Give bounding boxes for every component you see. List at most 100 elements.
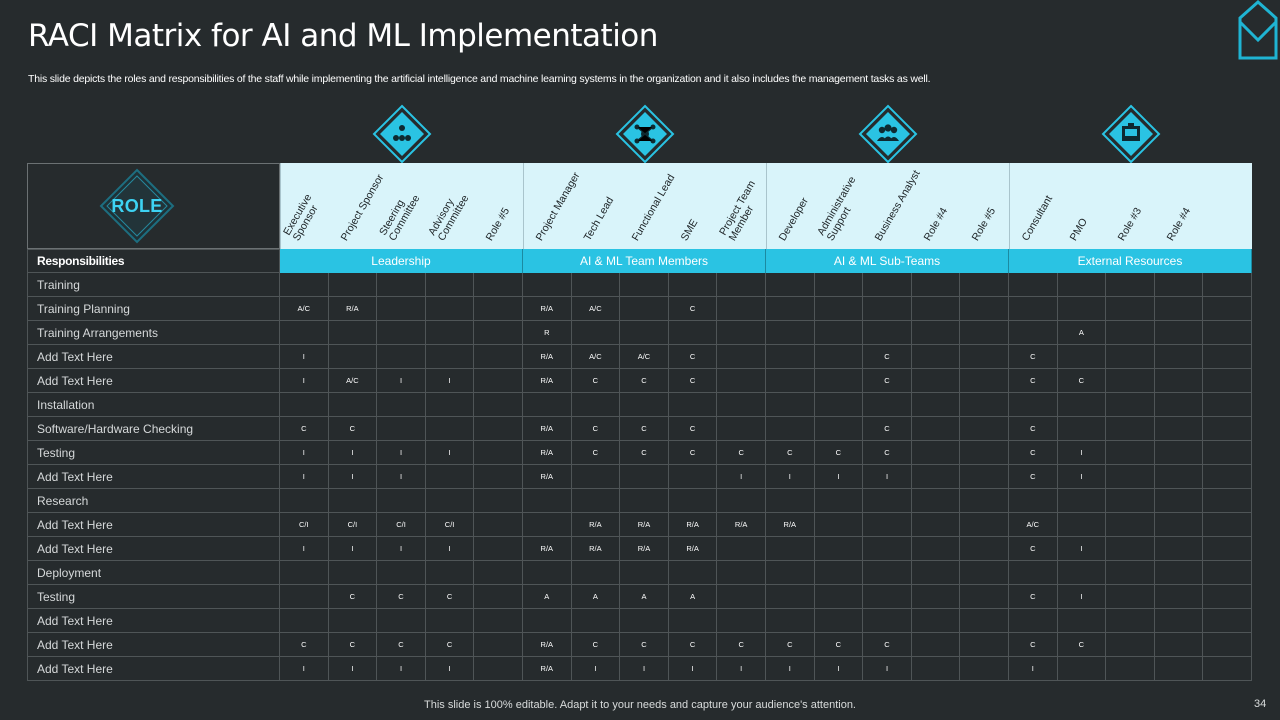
raci-cell: R/A xyxy=(523,369,572,393)
slide-title: RACI Matrix for AI and ML Implementation xyxy=(28,18,658,54)
raci-cell xyxy=(474,465,523,489)
raci-cell xyxy=(1009,489,1058,513)
raci-cell xyxy=(474,273,523,297)
raci-cell xyxy=(766,321,815,345)
raci-cell xyxy=(425,345,475,369)
role-label: Role #5 xyxy=(483,205,513,243)
raci-cell: R/A xyxy=(523,297,572,321)
raci-cell xyxy=(1154,393,1204,417)
raci-cell: R/A xyxy=(328,297,378,321)
footer-note: This slide is 100% editable. Adapt it to… xyxy=(424,699,856,711)
raci-cell xyxy=(1154,513,1204,537)
raci-cell: I xyxy=(377,465,426,489)
raci-cell: I xyxy=(280,537,329,561)
role-label: Role #4 xyxy=(1164,205,1193,243)
raci-cell: I xyxy=(280,441,329,465)
raci-cell xyxy=(328,273,378,297)
raci-cell xyxy=(1106,489,1155,513)
raci-cell xyxy=(766,489,815,513)
raci-cell xyxy=(766,585,815,609)
responsibility-label: Add Text Here xyxy=(27,369,280,393)
responsibility-label: Add Text Here xyxy=(27,537,280,561)
raci-cell xyxy=(1106,561,1155,585)
raci-cell xyxy=(328,345,378,369)
raci-cell xyxy=(620,609,669,633)
raci-cell: C xyxy=(1009,465,1058,489)
raci-cell: A/C xyxy=(328,369,378,393)
raci-cell xyxy=(1154,633,1204,657)
role-column-header: SME xyxy=(669,163,718,249)
raci-cell xyxy=(523,561,572,585)
raci-cell xyxy=(717,345,766,369)
raci-cell xyxy=(863,585,912,609)
raci-cell: A/C xyxy=(280,297,329,321)
raci-cell xyxy=(1057,273,1107,297)
raci-cell xyxy=(911,561,961,585)
raci-cell xyxy=(1057,657,1107,681)
raci-cell xyxy=(571,465,621,489)
raci-cell xyxy=(620,273,669,297)
raci-cell: R/A xyxy=(766,513,815,537)
raci-cell xyxy=(911,273,961,297)
group-header: External Resources xyxy=(1009,249,1252,273)
raci-cell: R/A xyxy=(620,537,669,561)
raci-cell: C xyxy=(668,369,718,393)
role-label: ROLE xyxy=(111,196,163,216)
role-label: Developer xyxy=(776,195,811,243)
team-network-icon xyxy=(615,104,675,164)
responsibility-label: Testing xyxy=(27,441,280,465)
role-label: Role #5 xyxy=(969,205,999,243)
raci-cell xyxy=(766,297,815,321)
raci-cell: I xyxy=(425,369,475,393)
raci-cell: R xyxy=(523,321,572,345)
raci-cell xyxy=(1203,441,1252,465)
raci-cell xyxy=(1203,297,1252,321)
raci-cell xyxy=(766,609,815,633)
raci-cell xyxy=(814,537,864,561)
raci-cell xyxy=(766,345,815,369)
role-column-header: PMO xyxy=(1058,163,1107,249)
raci-cell xyxy=(620,561,669,585)
raci-cell xyxy=(377,393,426,417)
raci-cell: I xyxy=(766,657,815,681)
raci-cell xyxy=(474,537,523,561)
raci-cell xyxy=(1106,633,1155,657)
raci-cell: C xyxy=(1009,633,1058,657)
responsibility-label: Testing xyxy=(27,585,280,609)
raci-cell xyxy=(814,393,864,417)
raci-cell: I xyxy=(1057,585,1107,609)
role-label: Role #4 xyxy=(921,205,950,243)
raci-cell xyxy=(1154,537,1204,561)
responsibility-label: Add Text Here xyxy=(27,465,280,489)
responsibility-label: Deployment xyxy=(27,561,280,585)
page-number: 34 xyxy=(1254,698,1267,710)
raci-cell xyxy=(1203,489,1252,513)
briefcase-board-icon xyxy=(1101,104,1161,164)
raci-cell: I xyxy=(328,441,378,465)
raci-cell xyxy=(1154,561,1204,585)
raci-cell xyxy=(377,561,426,585)
raci-cell: I xyxy=(377,441,426,465)
raci-cell xyxy=(1106,513,1155,537)
raci-cell xyxy=(1154,585,1204,609)
raci-cell: I xyxy=(863,657,912,681)
raci-cell xyxy=(1154,297,1204,321)
raci-cell xyxy=(911,513,961,537)
responsibility-label: Software/Hardware Checking xyxy=(27,417,280,441)
raci-cell: C xyxy=(814,441,864,465)
role-label: PMO xyxy=(1067,216,1090,243)
raci-cell xyxy=(523,273,572,297)
raci-cell xyxy=(911,537,961,561)
raci-cell xyxy=(717,393,766,417)
raci-cell xyxy=(766,561,815,585)
raci-cell xyxy=(911,297,961,321)
raci-cell xyxy=(960,513,1009,537)
raci-cell xyxy=(960,297,1009,321)
raci-cell xyxy=(1057,513,1107,537)
role-column-header: Role #5 xyxy=(960,163,1009,249)
raci-cell xyxy=(1154,441,1204,465)
